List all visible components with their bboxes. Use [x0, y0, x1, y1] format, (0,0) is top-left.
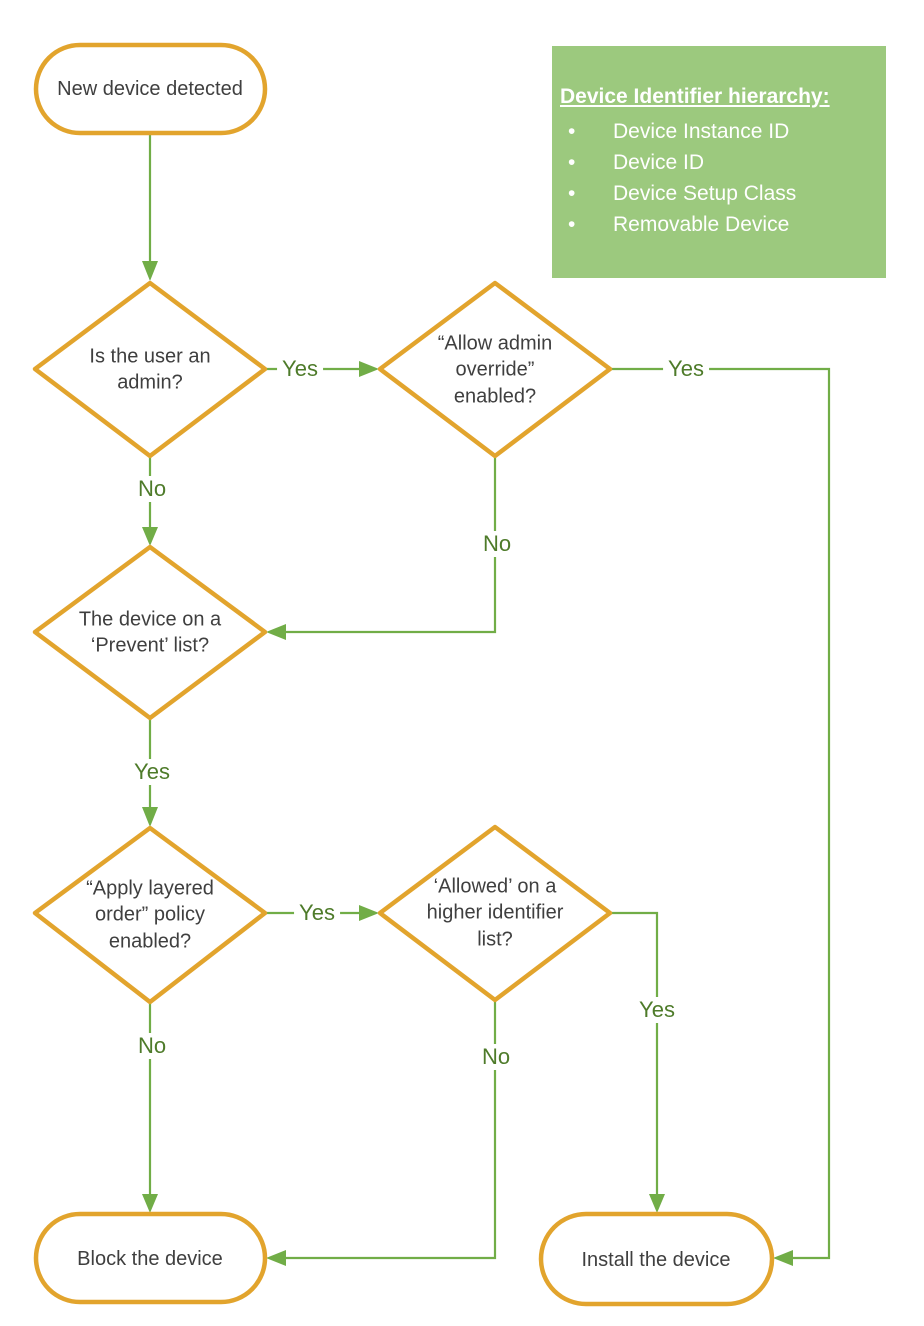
legend-item-label: Removable Device [613, 213, 790, 237]
arrow-head-down-icon [142, 1194, 158, 1213]
connector-override-no [286, 456, 497, 634]
allowed-check-diamond [377, 824, 613, 1003]
legend-item: • Device Instance ID [560, 116, 876, 147]
admin-check-diamond [32, 280, 268, 459]
block-node-shape [33, 1211, 268, 1305]
arrow-head-left-icon [266, 1250, 286, 1266]
override-check-diamond [377, 280, 613, 459]
bullet-icon: • [568, 213, 576, 237]
edge-label-admin-no: No [132, 476, 172, 502]
edge-label-allowed-no: No [476, 1044, 516, 1070]
arrow-head-left-icon [773, 1250, 793, 1266]
arrow-head-down-icon [142, 261, 158, 281]
edge-label-allowed-yes: Yes [634, 997, 680, 1023]
bullet-icon: • [568, 151, 576, 175]
legend-title: Device Identifier hierarchy: [560, 85, 830, 108]
edge-label-admin-yes: Yes [277, 356, 323, 382]
arrow-head-down-icon [142, 807, 158, 827]
arrow-head-right-icon [359, 905, 379, 921]
legend-item: • Device ID [560, 147, 876, 178]
edge-label-override-no: No [477, 531, 517, 557]
arrow-head-down-icon [142, 527, 158, 546]
connector-allowed-no [286, 1000, 497, 1260]
edge-label-layered-yes: Yes [294, 900, 340, 926]
legend-item-label: Device Setup Class [613, 182, 797, 206]
legend-list: • Device Instance ID • Device ID • Devic… [560, 116, 876, 240]
edge-label-override-yes: Yes [663, 356, 709, 382]
arrow-head-left-icon [266, 624, 286, 640]
legend-item: • Device Setup Class [560, 178, 876, 209]
legend-item-label: Device ID [613, 151, 705, 175]
prevent-check-diamond [32, 544, 268, 721]
node-shapes [32, 42, 775, 1307]
arrow-head-down-icon [649, 1194, 665, 1213]
install-node-shape [538, 1211, 775, 1307]
device-identifier-legend: Device Identifier hierarchy: • Device In… [552, 46, 886, 278]
arrow-head-right-icon [359, 361, 379, 377]
layered-check-diamond [32, 825, 268, 1005]
edge-label-prevent-yes: Yes [129, 759, 175, 785]
bullet-icon: • [568, 120, 576, 144]
edge-label-layered-no: No [132, 1033, 172, 1059]
connector-lines [148, 133, 831, 1260]
bullet-icon: • [568, 182, 576, 206]
connector-override-yes [610, 367, 831, 1260]
legend-item: • Removable Device [560, 209, 876, 240]
start-node-shape [33, 42, 268, 136]
legend-item-label: Device Instance ID [613, 120, 790, 144]
connector-allowed-yes [610, 911, 659, 1194]
arrow-heads [142, 261, 793, 1266]
